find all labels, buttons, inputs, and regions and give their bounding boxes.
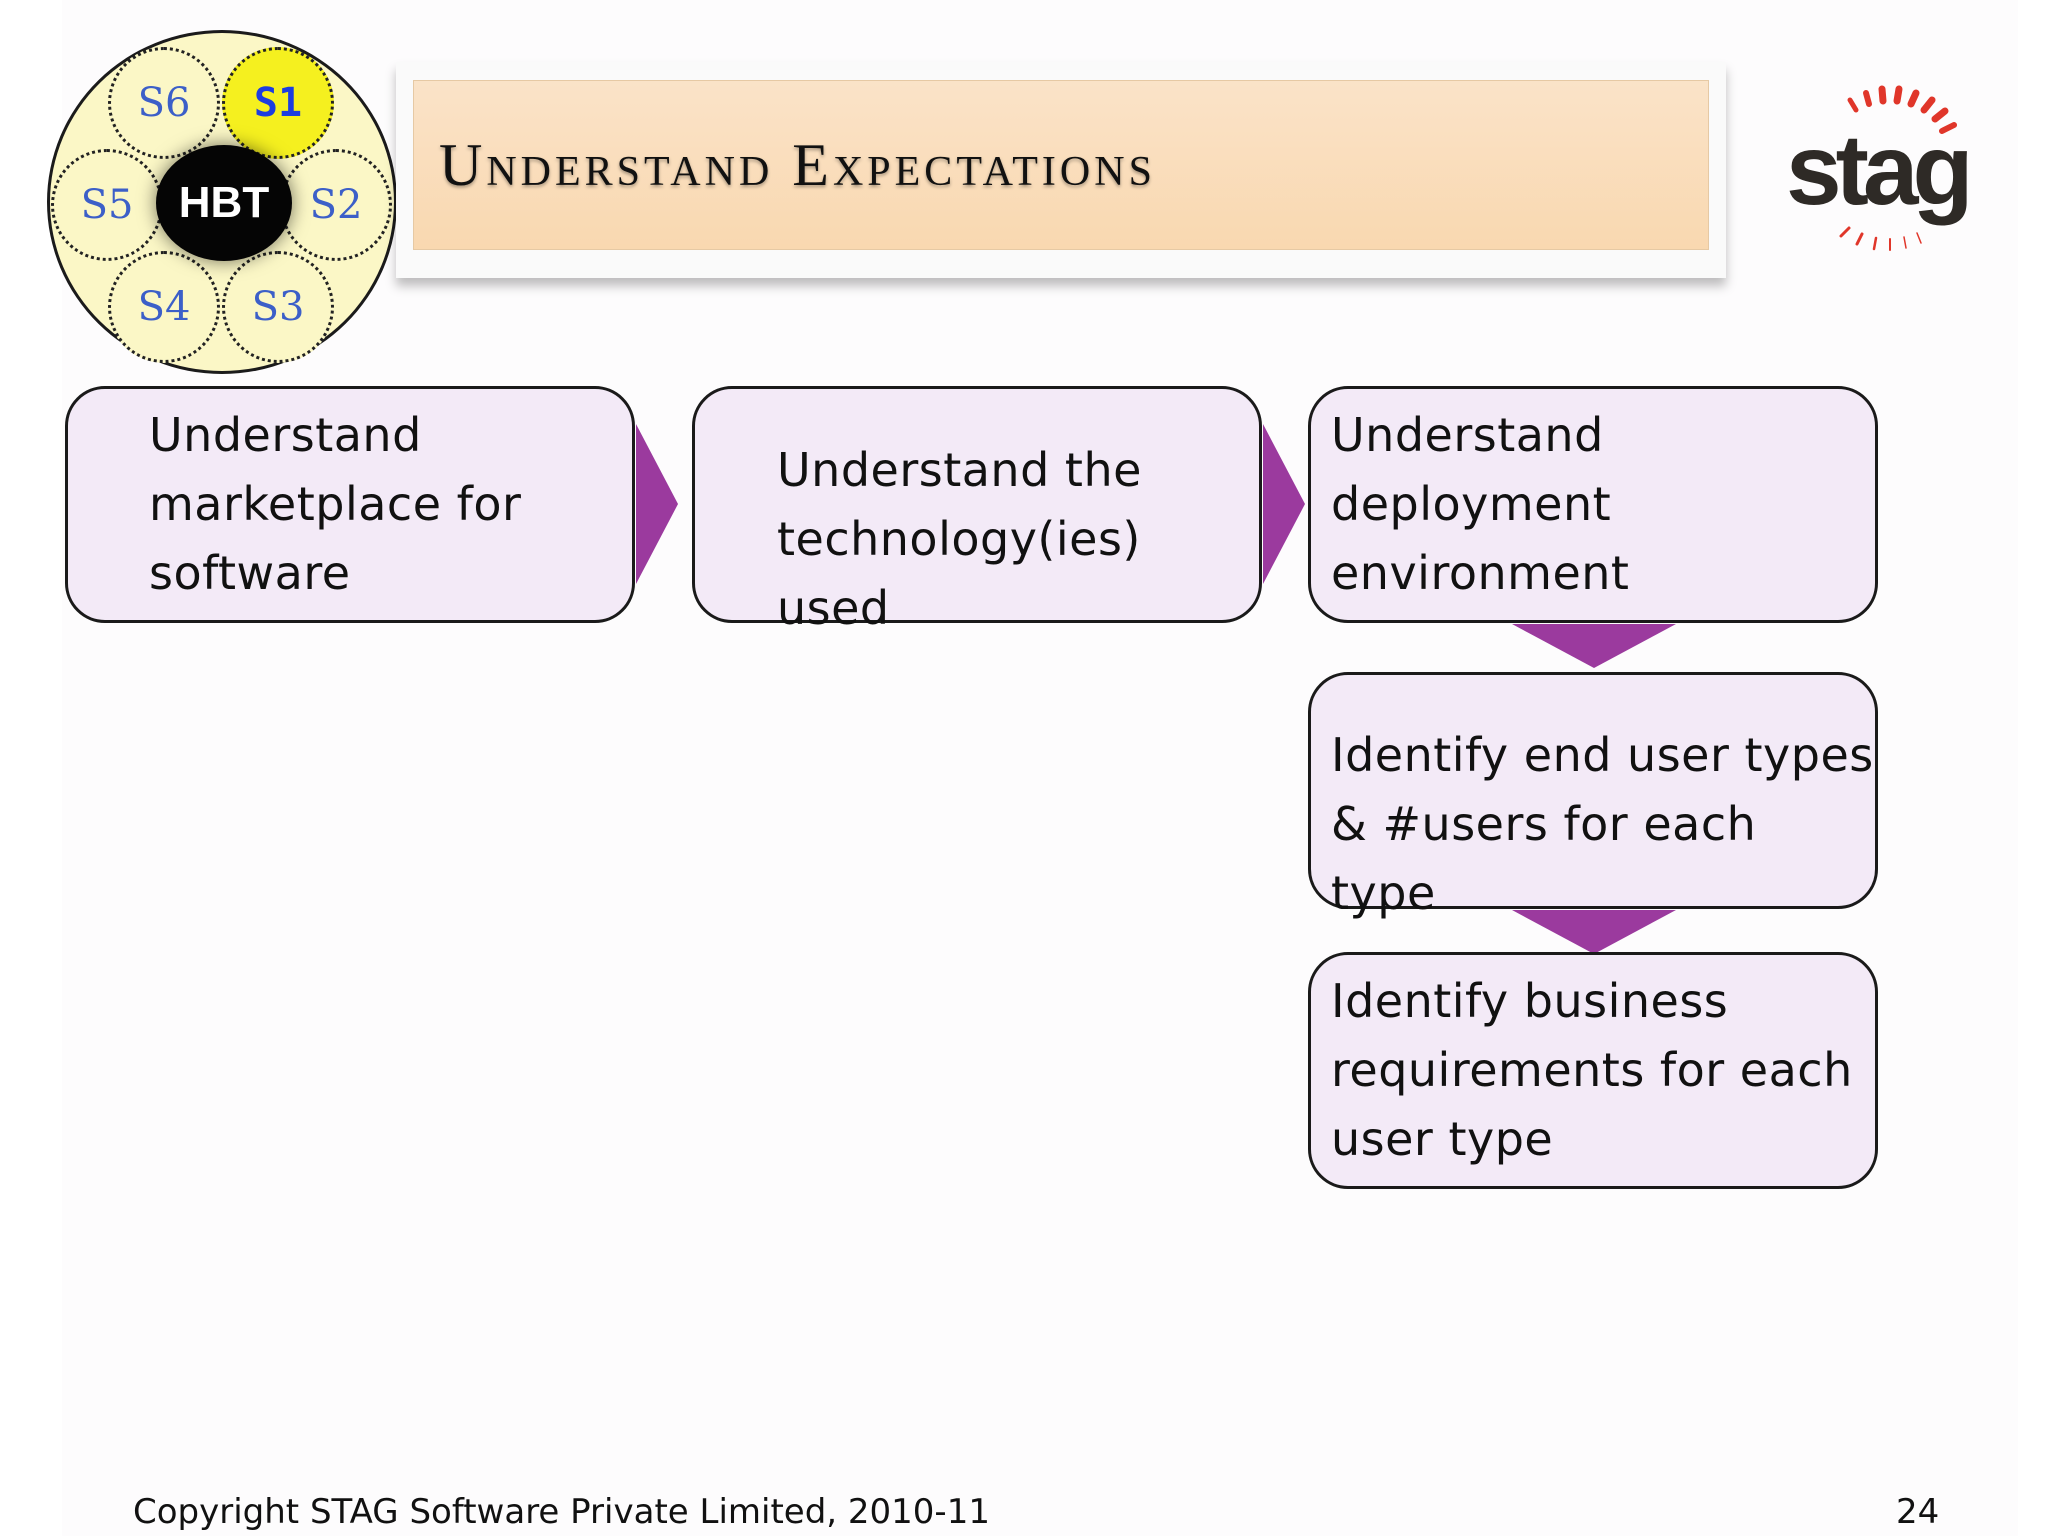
flow-box-text: Identify business requirements for each … <box>1331 974 1853 1166</box>
footer-copyright: Copyright STAG Software Private Limited,… <box>133 1492 990 1532</box>
wheel-segment-label: S5 <box>80 182 134 228</box>
wheel-segment-label: S1 <box>253 80 303 126</box>
flow-box-marketplace: Understand marketplace for software <box>65 386 635 623</box>
wheel-segment-s6: S6 <box>108 47 220 159</box>
logo-text: stag <box>1786 114 1974 226</box>
title-banner: Understand Expectations <box>396 62 1726 278</box>
wheel-segment-s4: S4 <box>108 251 220 363</box>
hbt-wheel: S6 S1 S5 S2 S4 S3 HBT <box>47 30 397 374</box>
left-margin <box>0 0 62 1536</box>
wheel-segment-s1: S1 <box>222 47 334 159</box>
flow-box-user-types: Identify end user types & #users for eac… <box>1308 672 1878 920</box>
logo-sunburst-icon <box>1839 85 1957 251</box>
flow-box-text: Understand deployment environment <box>1331 408 1630 600</box>
title-banner-fill: Understand Expectations <box>413 80 1709 250</box>
stag-logo: stag <box>1786 80 1976 260</box>
flow-box-text: Identify end user types & #users for eac… <box>1331 728 1874 920</box>
flow-box-text: Understand the technology(ies) used <box>777 443 1142 635</box>
wheel-segment-label: S6 <box>137 80 191 126</box>
flow-box-text: Understand marketplace for software <box>149 408 522 600</box>
right-arrow-icon <box>1263 424 1305 584</box>
wheel-segment-label: S3 <box>251 284 305 330</box>
wheel-segment-s5: S5 <box>51 149 163 261</box>
right-arrow-icon <box>636 424 678 584</box>
wheel-segment-label: S4 <box>137 284 191 330</box>
flow-box-technology: Understand the technology(ies) used <box>692 386 1262 635</box>
page-title: Understand Expectations <box>439 131 1156 198</box>
down-arrow-icon <box>1512 624 1676 668</box>
down-arrow-icon <box>1512 910 1676 954</box>
wheel-center-label: HBT <box>178 178 270 227</box>
wheel-segment-s2: S2 <box>280 149 392 261</box>
wheel-segment-s3: S3 <box>222 251 334 363</box>
right-margin <box>2018 0 2048 1536</box>
wheel-segment-label: S2 <box>309 182 363 228</box>
page-number: 24 <box>1896 1492 1940 1532</box>
flow-box-business-requirements: Identify business requirements for each … <box>1308 952 1878 1189</box>
wheel-center-hbt: HBT <box>156 145 292 261</box>
flow-box-deployment: Understand deployment environment <box>1308 386 1878 623</box>
